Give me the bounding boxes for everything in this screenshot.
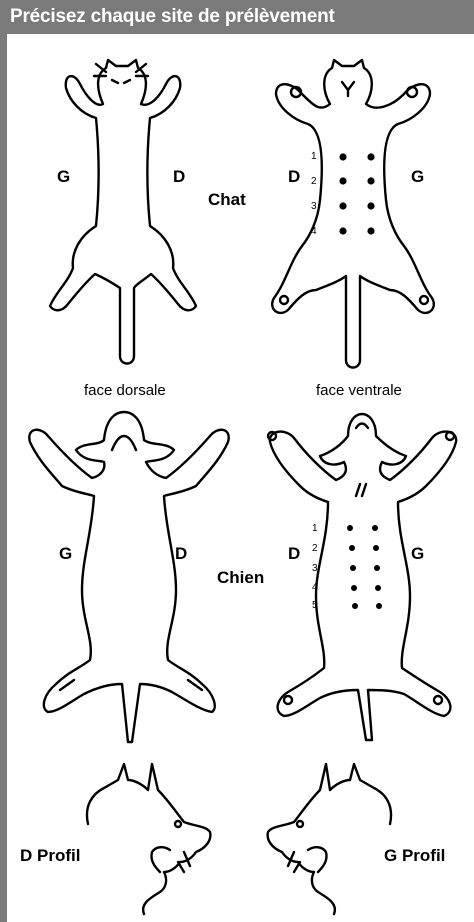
dog-dorsal-left-label: G <box>59 544 72 564</box>
dog-teat-number: 2 <box>312 543 318 554</box>
dog-dorsal-silhouette[interactable] <box>29 412 228 742</box>
cat-ventral-left-label: D <box>288 167 300 187</box>
cat-ventral-silhouette[interactable] <box>272 60 434 368</box>
cat-dorsal-silhouette[interactable] <box>50 60 196 364</box>
dog-profile-left[interactable] <box>268 764 391 914</box>
cat-teat-number: 3 <box>311 201 317 212</box>
cat-dorsal-caption: face dorsale <box>84 382 166 399</box>
dog-profile-right[interactable] <box>87 764 210 914</box>
dog-teat-dots[interactable] <box>347 525 382 609</box>
cat-teat-dots[interactable] <box>339 153 374 234</box>
dog-teat-number: 5 <box>312 600 318 611</box>
profile-left-label: G Profil <box>384 846 445 866</box>
dog-teat-number: 1 <box>312 523 318 534</box>
cat-teat-number: 4 <box>311 226 317 237</box>
dog-dorsal-right-label: D <box>175 544 187 564</box>
cat-dorsal-right-label: D <box>173 167 185 187</box>
cat-teat-number: 1 <box>311 151 317 162</box>
dog-ventral-silhouette[interactable] <box>268 414 456 740</box>
cat-ventral-right-label: G <box>411 167 424 187</box>
profile-right-label: D Profil <box>20 846 80 866</box>
dog-species-label: Chien <box>217 568 264 588</box>
dog-teat-number: 4 <box>312 582 318 593</box>
cat-dorsal-left-label: G <box>57 167 70 187</box>
cat-species-label: Chat <box>208 190 246 210</box>
dog-ventral-left-label: D <box>288 544 300 564</box>
cat-ventral-caption: face ventrale <box>316 382 402 399</box>
dog-teat-number: 3 <box>312 563 318 574</box>
dog-ventral-right-label: G <box>411 544 424 564</box>
cat-teat-number: 2 <box>311 176 317 187</box>
